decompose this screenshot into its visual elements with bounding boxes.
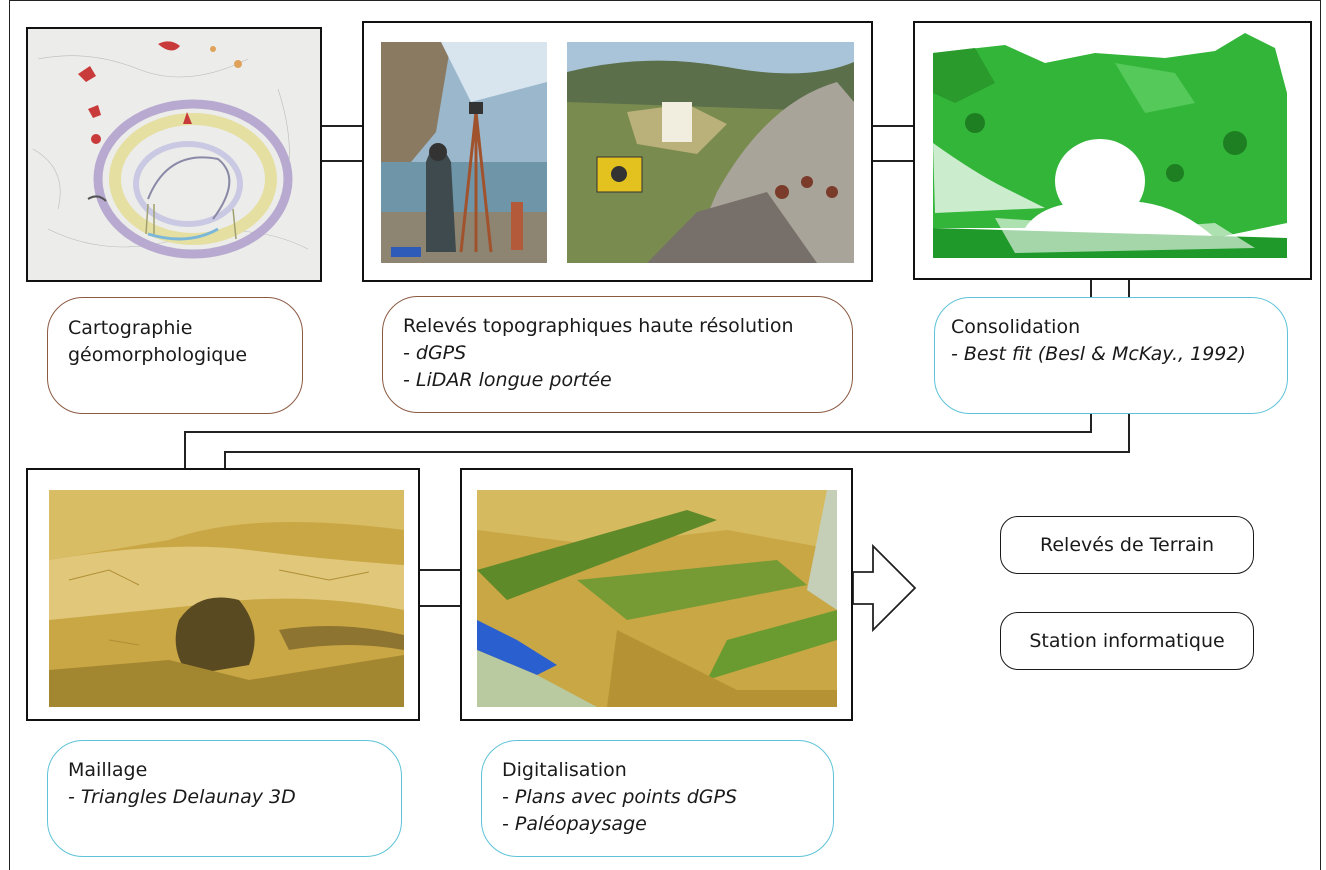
step-consolidation: Consolidation - Best fit (Besl & McKay.,… bbox=[934, 297, 1288, 414]
digitalisation-item-paleo: - Paléopaysage bbox=[502, 813, 647, 835]
digitalisation-frame bbox=[460, 468, 853, 721]
consolidation-item: - Best fit (Besl & McKay., 1992) bbox=[951, 343, 1246, 365]
step-releves: Relevés topographiques haute résolution … bbox=[382, 296, 853, 413]
consolidated-point-cloud-image bbox=[915, 23, 1310, 278]
digitalisation-item-plans: - Plans avec points dGPS bbox=[502, 786, 738, 808]
releves-item-lidar: - LiDAR longue portée bbox=[403, 369, 612, 391]
legend-terrain: Relevés de Terrain bbox=[1000, 516, 1254, 574]
digitalisation-title: Digitalisation bbox=[502, 759, 627, 781]
figure-border bbox=[9, 0, 1321, 870]
field-photos-frame bbox=[362, 21, 873, 282]
legend-station-label: Station informatique bbox=[1029, 630, 1225, 652]
maillage-item: - Triangles Delaunay 3D bbox=[68, 786, 296, 808]
cartographie-line2: géomorphologique bbox=[68, 344, 248, 366]
geomorphological-map-image bbox=[28, 29, 320, 280]
field-survey-photos bbox=[364, 23, 871, 280]
point-cloud-frame bbox=[913, 21, 1312, 280]
digitalisation-image bbox=[462, 470, 851, 719]
releves-item-dgps: - dGPS bbox=[403, 342, 467, 364]
legend-station: Station informatique bbox=[1000, 612, 1254, 670]
consolidation-title: Consolidation bbox=[951, 316, 1081, 338]
legend-terrain-label: Relevés de Terrain bbox=[1040, 534, 1214, 556]
mesh-frame bbox=[26, 468, 420, 721]
releves-title: Relevés topographiques haute résolution bbox=[403, 315, 794, 337]
map-image-frame bbox=[26, 27, 322, 282]
step-maillage: Maillage - Triangles Delaunay 3D bbox=[47, 740, 402, 857]
delaunay-mesh-image bbox=[28, 470, 418, 719]
cartographie-line1: Cartographie bbox=[68, 317, 193, 339]
step-digitalisation: Digitalisation - Plans avec points dGPS … bbox=[481, 740, 834, 857]
step-cartographie: Cartographie géomorphologique bbox=[47, 297, 303, 414]
maillage-title: Maillage bbox=[68, 759, 148, 781]
